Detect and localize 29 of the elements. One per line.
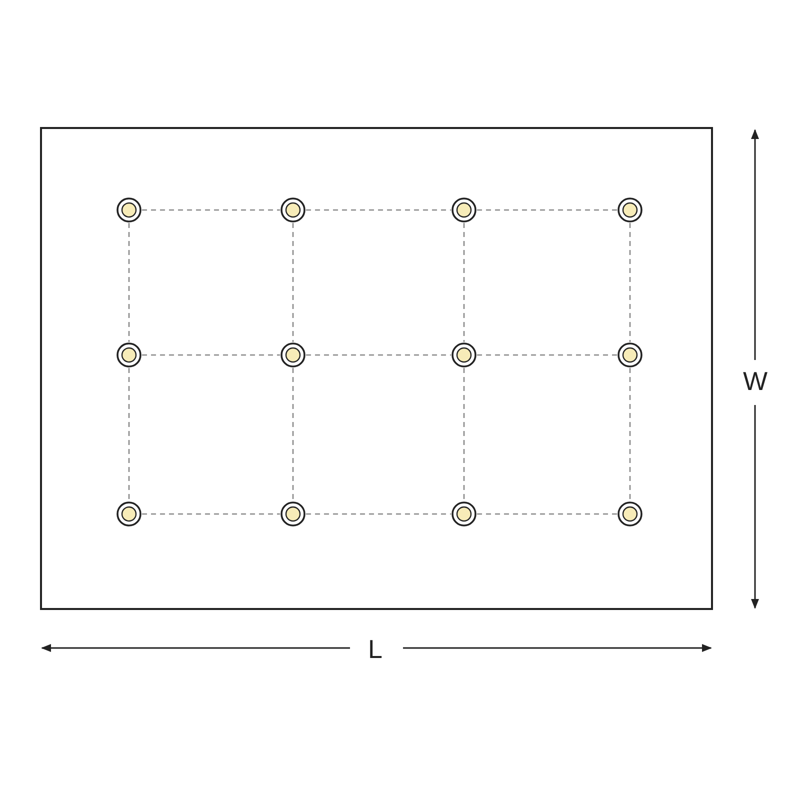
grid-line	[463, 223, 465, 342]
grid-line	[477, 354, 617, 356]
light-fixture	[451, 501, 477, 527]
grid-line	[142, 513, 280, 515]
light-fixture	[617, 197, 643, 223]
light-fixture	[280, 342, 306, 368]
grid-line	[128, 368, 130, 501]
light-fixture	[116, 342, 142, 368]
light-fixture	[280, 501, 306, 527]
grid-line	[306, 209, 451, 211]
grid-line	[629, 368, 631, 501]
grid-line	[463, 368, 465, 501]
grid-line	[306, 513, 451, 515]
grid-line	[292, 223, 294, 342]
light-fixture	[451, 342, 477, 368]
grid-line	[292, 368, 294, 501]
grid-line	[477, 513, 617, 515]
grid-line	[306, 354, 451, 356]
light-fixture	[451, 197, 477, 223]
grid-line	[142, 209, 280, 211]
grid-line	[142, 354, 280, 356]
grid-line	[629, 223, 631, 342]
light-fixture	[617, 501, 643, 527]
light-fixture	[617, 342, 643, 368]
light-fixture	[116, 197, 142, 223]
light-fixture	[280, 197, 306, 223]
light-fixture	[116, 501, 142, 527]
grid-line	[128, 223, 130, 342]
grid-line	[477, 209, 617, 211]
